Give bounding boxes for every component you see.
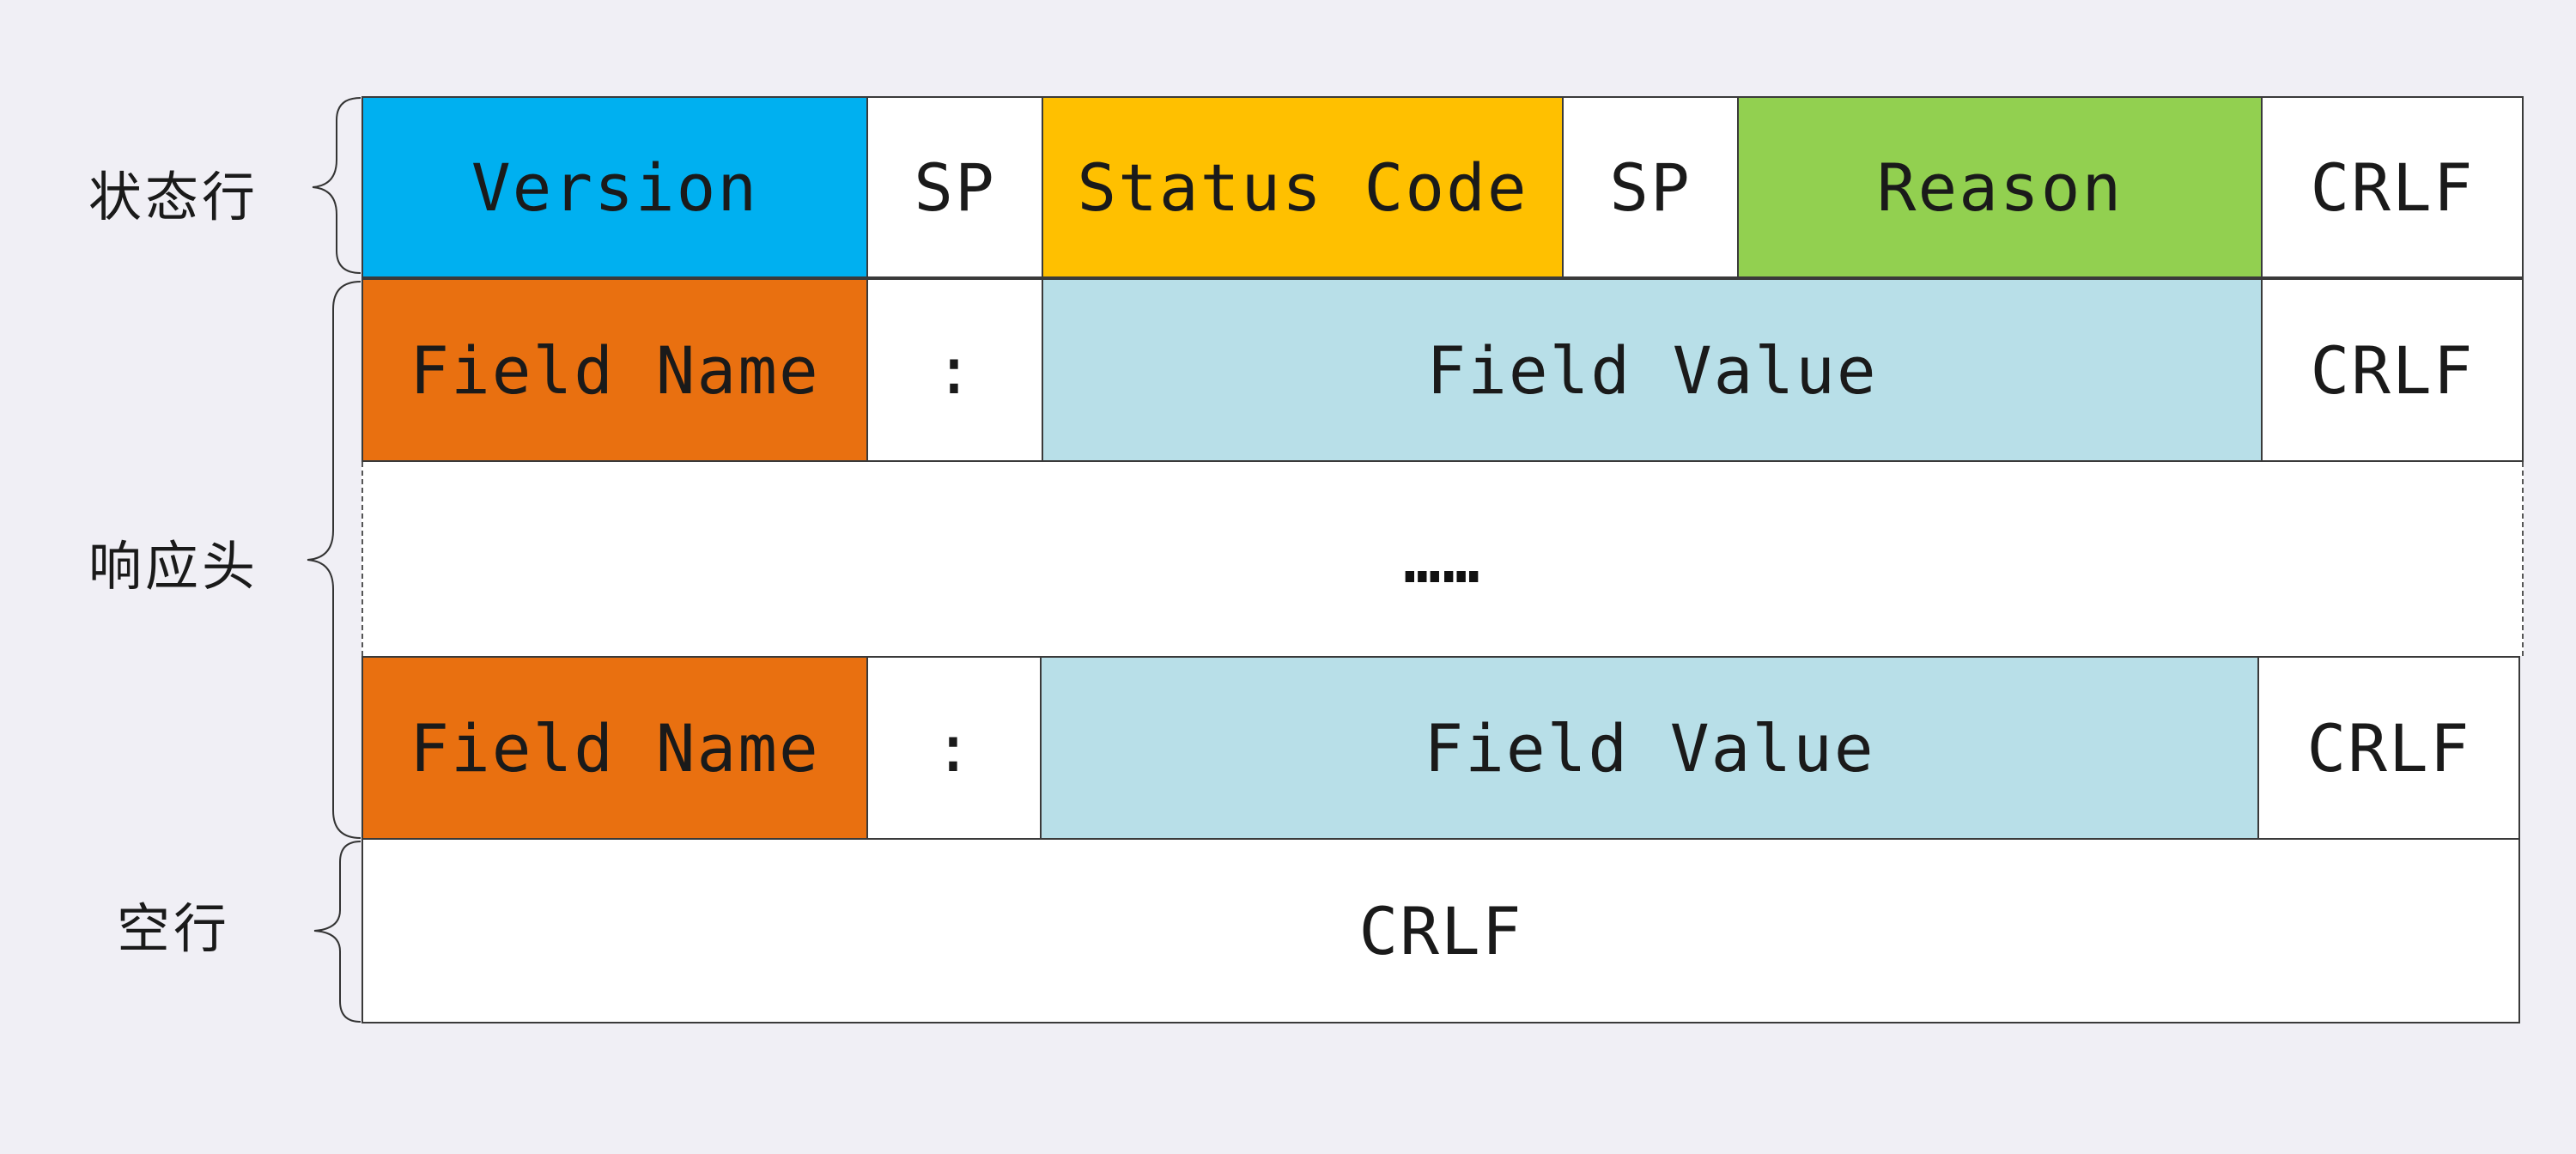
status-code-cell: Status Code [1042,96,1564,278]
ellipsis-text: …… [1403,525,1482,597]
reason-cell: Reason [1737,96,2263,278]
header-crlf-cell: CRLF [2261,278,2524,462]
status-crlf-cell: CRLF [2261,96,2524,278]
colon-cell: : [866,278,1043,462]
headers-brace [307,281,361,839]
sp-cell-2: SP [1562,96,1739,278]
version-cell: Version [361,96,868,278]
colon-cell: : [866,656,1042,840]
status-line-label: 状态行 [88,166,258,228]
headers-label: 响应头 [88,535,258,598]
sp-cell-1: SP [866,96,1043,278]
field-value-cell: Field Value [1040,656,2259,840]
field-name-cell: Field Name [361,278,868,462]
status-line-brace [312,97,361,274]
ellipsis-row [361,462,2524,656]
blank-line-crlf-cell: CRLF [361,838,2520,1023]
field-value-cell: Field Value [1042,278,2263,462]
header-crlf-cell: CRLF [2257,656,2520,840]
blank-line-label: 空行 [116,897,230,960]
blank-line-brace [313,841,361,1023]
field-name-cell: Field Name [361,656,868,840]
